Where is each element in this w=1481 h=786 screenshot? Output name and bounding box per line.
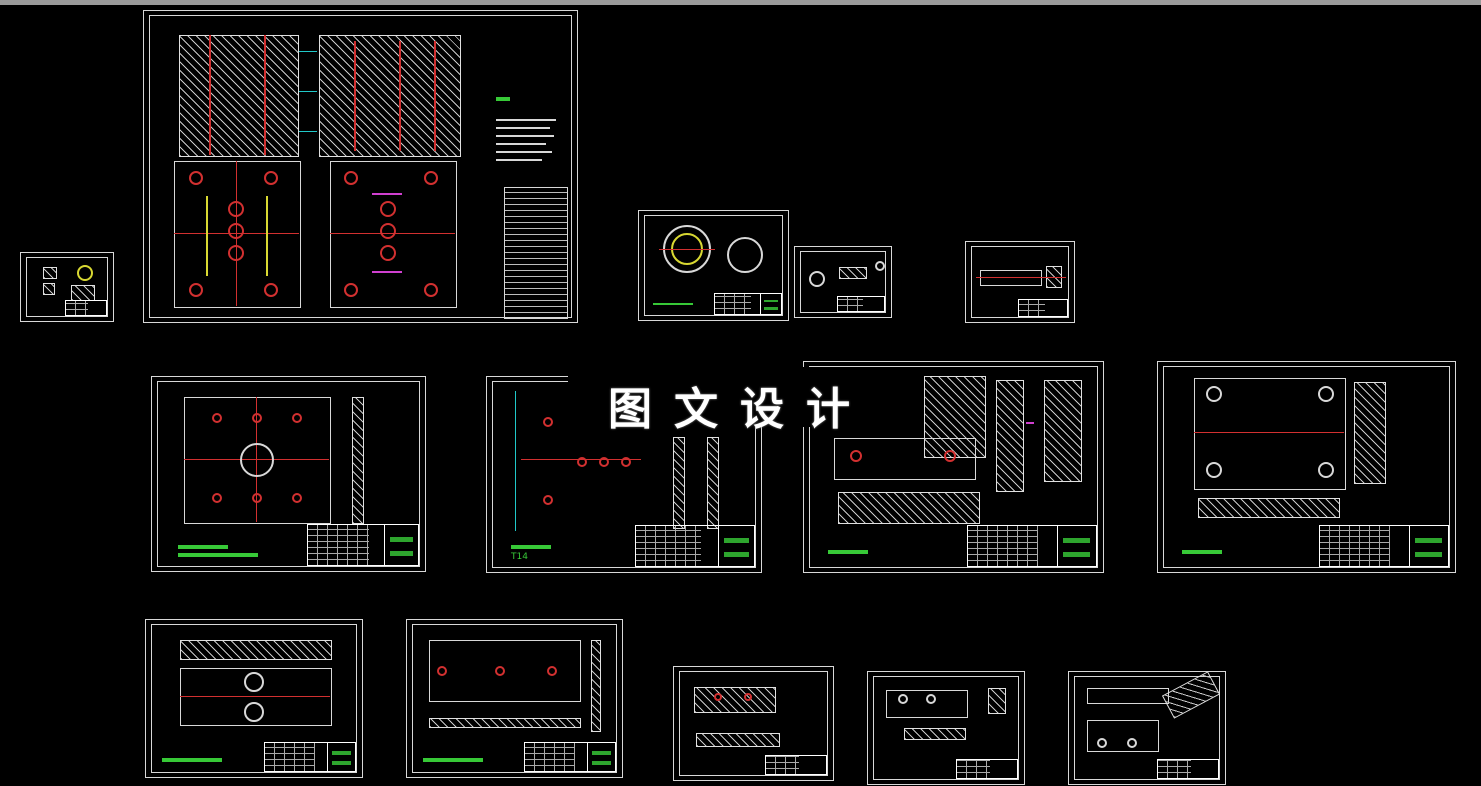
drawing-sheet-ejector-plate[interactable]	[406, 619, 623, 778]
drawing-sheet-clamp-plate[interactable]	[145, 619, 363, 778]
technical-note-label: T14	[511, 552, 528, 562]
watermark-text: 图文设计	[608, 384, 872, 435]
drawing-sheet-slide-c[interactable]	[1068, 671, 1226, 785]
drawing-sheet-part-small[interactable]	[20, 252, 114, 322]
drawing-sheet-mold-assembly[interactable]	[143, 10, 578, 323]
drawing-sheet-core-plate[interactable]	[1157, 361, 1456, 573]
watermark-backdrop	[568, 367, 913, 427]
drawing-sheet-pin[interactable]	[794, 246, 892, 318]
drawing-sheet-plate-a[interactable]	[151, 376, 426, 572]
drawing-sheet-slide-b[interactable]	[867, 671, 1025, 785]
window-top-bar	[0, 0, 1481, 5]
drawing-sheet-rod[interactable]	[965, 241, 1075, 323]
drawing-sheet-slide-a[interactable]	[673, 666, 834, 781]
drawing-sheet-ring[interactable]	[638, 210, 789, 321]
cad-drawing-canvas[interactable]: T14	[0, 5, 1481, 786]
